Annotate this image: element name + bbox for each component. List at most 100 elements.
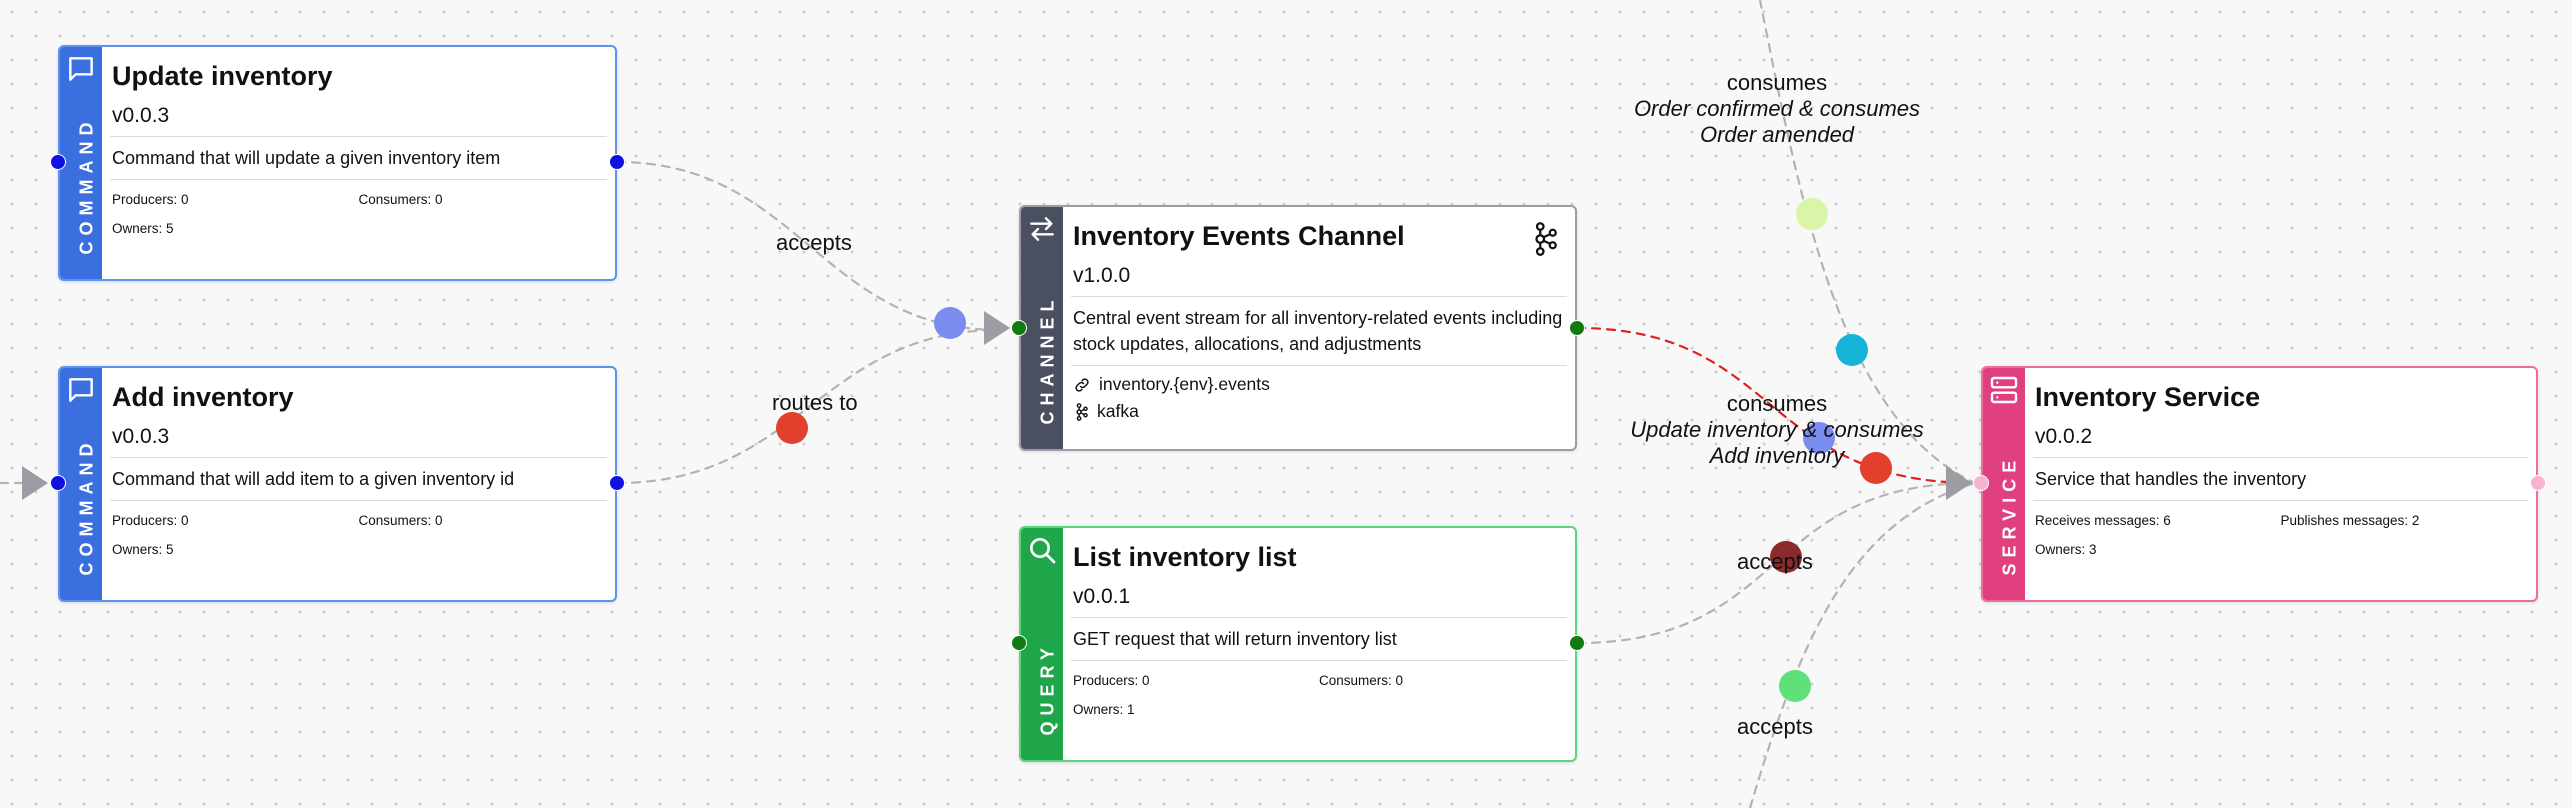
edge-label-accepts-bottom: accepts	[1737, 714, 1813, 739]
edge-label-messages: Add inventory	[1709, 443, 1845, 468]
link-icon	[1075, 377, 1089, 392]
node-title: List inventory list	[1073, 542, 1297, 572]
consumers-count: Consumers: 0	[1319, 673, 1404, 688]
message-dot	[1860, 452, 1892, 484]
handle-update-inventory-in[interactable]	[50, 154, 66, 170]
edge-label-consumes-mid: consumes Update inventory & consumes Add…	[1622, 391, 1932, 469]
edge-query-to-service[interactable]	[1575, 481, 1977, 645]
node-version: v0.0.3	[112, 425, 170, 448]
message-dot	[1779, 670, 1811, 702]
edge-label-messages: Order confirmed & consumes	[1633, 96, 1921, 121]
edge-label-routes-to: routes to	[772, 390, 858, 415]
handle-channel-out[interactable]	[1569, 320, 1585, 336]
node-kind-label: COMMAND	[76, 116, 97, 255]
handle-query-in[interactable]	[1011, 635, 1027, 651]
consumers-count: Consumers: 0	[358, 513, 443, 528]
divider	[1071, 617, 1567, 618]
node-description: Service that handles the inventory	[2035, 469, 2307, 489]
node-title: Update inventory	[112, 61, 333, 91]
node-kind-label: CHANNEL	[1037, 294, 1058, 425]
message-dot	[1770, 541, 1802, 573]
edge-add-inventory-to-channel[interactable]	[615, 328, 1002, 485]
producers-count: Producers: 0	[112, 192, 189, 207]
arrowhead-channel-input	[984, 311, 1010, 345]
publishes-count: Publishes messages: 2	[2280, 513, 2420, 528]
handle-service-out[interactable]	[2530, 475, 2546, 491]
handle-service-in[interactable]	[1973, 475, 1989, 491]
node-description: GET request that will return inventory l…	[1073, 629, 1397, 649]
message-dot	[1796, 198, 1828, 230]
node-title: Inventory Events Channel	[1073, 221, 1405, 251]
node-kind-stripe: COMMAND	[60, 47, 102, 279]
search-icon	[1030, 538, 1056, 564]
edge-channel-to-service[interactable]	[1575, 326, 1977, 485]
edge-label-accepts-query: accepts	[1737, 549, 1813, 574]
kafka-icon	[1535, 222, 1557, 256]
message-dot	[776, 412, 808, 444]
divider	[110, 136, 607, 137]
edge-downstream-accepts-to-service[interactable]	[1748, 481, 1977, 808]
edge-label-messages: Update inventory & consumes	[1630, 417, 1924, 442]
node-kind-stripe: COMMAND	[60, 368, 102, 600]
divider	[110, 457, 607, 458]
node-description: Command that will update a given invento…	[112, 148, 501, 168]
node-kind-stripe: CHANNEL	[1021, 207, 1063, 449]
node-kind-stripe: SERVICE	[1983, 368, 2025, 600]
arrows-left-right-icon	[1030, 217, 1054, 241]
message-dot	[1836, 334, 1868, 366]
owners-count: Owners: 5	[112, 542, 174, 557]
handle-add-inventory-in[interactable]	[50, 475, 66, 491]
consumers-count: Consumers: 0	[358, 192, 443, 207]
divider	[110, 179, 607, 180]
edge-label-consumes-top: consumes Order confirmed & consumes Orde…	[1622, 70, 1932, 148]
node-kind-stripe: QUERY	[1021, 528, 1063, 760]
handle-update-inventory-out[interactable]	[609, 154, 625, 170]
divider	[110, 500, 607, 501]
handle-channel-in[interactable]	[1011, 320, 1027, 336]
edge-label-verb: consumes	[1726, 391, 1828, 416]
owners-count: Owners: 1	[1073, 702, 1135, 717]
edge-upstream-consumes-to-service[interactable]	[1758, 0, 1977, 485]
node-description: Central event stream for all inventory-r…	[1073, 308, 1563, 354]
producers-count: Producers: 0	[1073, 673, 1150, 688]
message-square-icon	[69, 57, 93, 81]
node-description: Command that will add item to a given in…	[112, 469, 515, 489]
kafka-small-icon	[1076, 402, 1088, 421]
node-kind-label: COMMAND	[76, 437, 97, 576]
edge-label-messages: Order amended	[1699, 122, 1855, 147]
message-dot	[1803, 422, 1835, 454]
node-kind-label: SERVICE	[1999, 454, 2020, 576]
edge-update-inventory-to-channel[interactable]	[615, 160, 1002, 332]
edge-label-accepts: accepts	[776, 230, 852, 255]
node-title: Inventory Service	[2035, 382, 2261, 412]
node-version: v0.0.3	[112, 104, 170, 127]
divider	[1071, 296, 1567, 297]
node-kind-label: QUERY	[1037, 642, 1058, 736]
message-dot	[934, 307, 966, 339]
edge-label-verb: consumes	[1726, 70, 1828, 95]
divider	[2033, 500, 2528, 501]
node-version: v1.0.0	[1073, 264, 1131, 287]
node-add-inventory[interactable]: COMMAND Add inventory v0.0.3 Command tha…	[58, 366, 617, 602]
node-version: v0.0.1	[1073, 585, 1131, 608]
message-square-icon	[69, 378, 93, 402]
node-update-inventory[interactable]: COMMAND Update inventory v0.0.3 Command …	[58, 45, 617, 281]
divider	[2033, 457, 2528, 458]
channel-protocol: kafka	[1097, 401, 1139, 421]
node-inventory-events-channel[interactable]: CHANNEL Inventory Events Channel v1.0.0 …	[1019, 205, 1577, 451]
node-version: v0.0.2	[2035, 425, 2093, 448]
owners-count: Owners: 3	[2035, 542, 2097, 557]
handle-add-inventory-out[interactable]	[609, 475, 625, 491]
divider	[1071, 660, 1567, 661]
arrowhead-service-input	[1946, 466, 1972, 500]
receives-count: Receives messages: 6	[2035, 513, 2171, 528]
server-icon	[1990, 376, 2018, 404]
owners-count: Owners: 5	[112, 221, 174, 236]
node-list-inventory[interactable]: QUERY List inventory list v0.0.1 GET req…	[1019, 526, 1577, 762]
handle-query-out[interactable]	[1569, 635, 1585, 651]
node-inventory-service[interactable]: SERVICE Inventory Service v0.0.2 Service…	[1981, 366, 2538, 602]
producers-count: Producers: 0	[112, 513, 189, 528]
arrowhead-add-inventory-input	[22, 466, 48, 500]
channel-address: inventory.{env}.events	[1099, 374, 1270, 394]
